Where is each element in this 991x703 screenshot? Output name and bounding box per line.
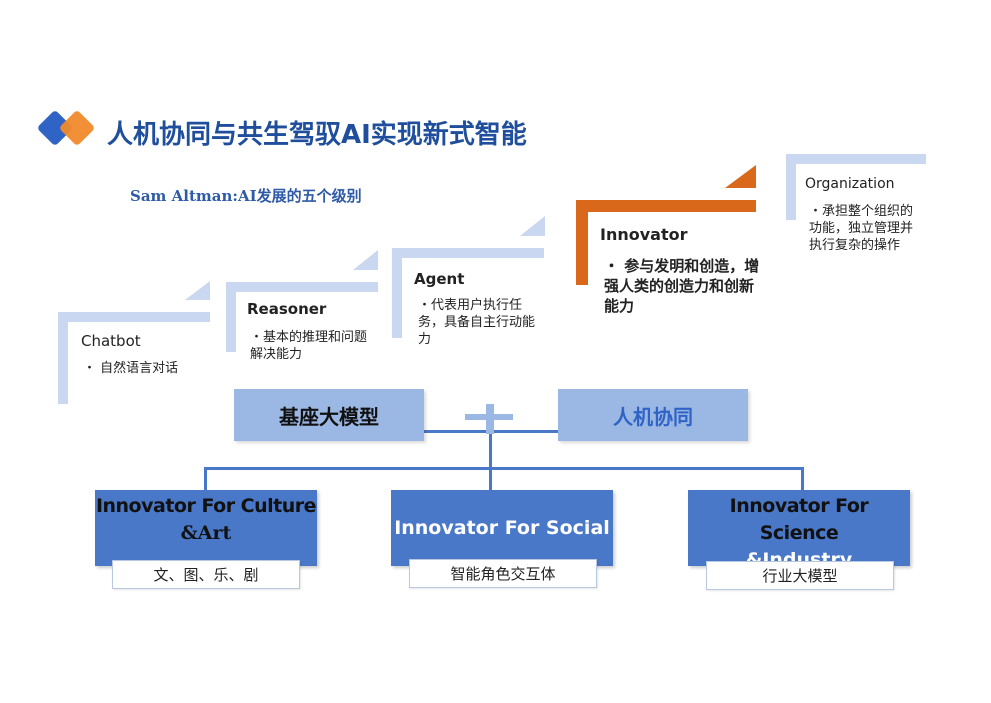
science-industry-sub: 行业大模型 (706, 561, 894, 590)
level-desc-reasoner: ・基本的推理和问题解决能力 (250, 330, 368, 362)
step-bracket-chatbot (58, 281, 210, 404)
foundation-model-label: 基座大模型 (279, 404, 379, 429)
culture-art-title2: &Art (180, 522, 232, 544)
level-name-organization: Organization (805, 176, 895, 192)
science-industry-sub-label: 行业大模型 (762, 567, 838, 585)
culture-art-box: Innovator For Culture &Art (95, 490, 317, 566)
page-title: 人机协同与共生驾驭AI实现新式智能 (107, 120, 527, 150)
plus-icon (465, 404, 513, 434)
level-name-chatbot: Chatbot (81, 332, 141, 350)
culture-art-sub-label: 文、图、乐、剧 (153, 566, 259, 584)
logo-diamonds-icon (38, 111, 94, 145)
science-industry-box: Innovator For Science &Industry (688, 490, 910, 571)
level-desc-chatbot: ・ 自然语言对话 (83, 361, 179, 376)
culture-art-sub: 文、图、乐、剧 (112, 560, 300, 589)
human-ai-collab-label: 人机协同 (613, 404, 693, 429)
step-bracket-reasoner (226, 250, 378, 352)
social-box: Innovator For Social (391, 490, 613, 566)
step-bracket-agent (392, 216, 545, 338)
culture-art-title: Innovator For Culture (95, 495, 317, 517)
level-name-reasoner: Reasoner (247, 300, 327, 318)
level-desc-agent: ・代表用户执行任务，具备自主行动能力 (418, 298, 536, 347)
social-sub-label: 智能角色交互体 (450, 565, 556, 583)
human-ai-collab-box: 人机协同 (558, 389, 748, 441)
level-name-agent: Agent (414, 270, 465, 288)
level-desc-organization: ・承担整个组织的功能，独立管理并执行复杂的操作 (809, 204, 914, 253)
step-bracket-innovator (576, 165, 756, 285)
step-bracket-organization (786, 154, 926, 220)
level-name-innovator: Innovator (600, 225, 688, 244)
foundation-model-box: 基座大模型 (234, 389, 424, 441)
social-title: Innovator For Social (394, 516, 610, 539)
science-industry-title: Innovator For Science (729, 495, 869, 544)
level-desc-innovator: ・ 参与发明和创造，增强人类的创造力和创新能力 (604, 257, 760, 315)
social-sub: 智能角色交互体 (409, 559, 597, 588)
diagram-subtitle: Sam Altman:AI发展的五个级别 (130, 187, 362, 205)
